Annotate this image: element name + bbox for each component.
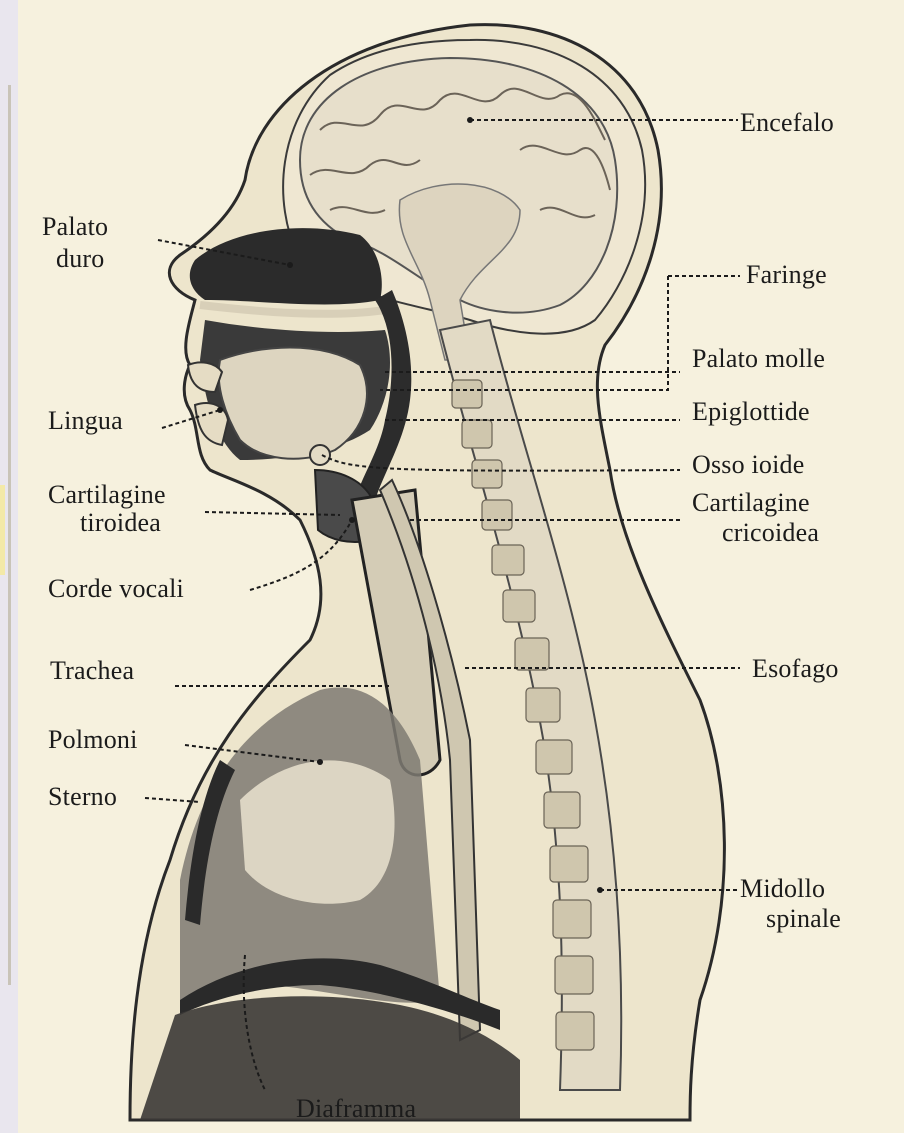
label-sterno: Sterno	[48, 782, 117, 812]
label-lingua: Lingua	[48, 406, 123, 436]
label-epiglottide: Epiglottide	[692, 397, 810, 427]
tongue	[219, 348, 367, 459]
label-faringe: Faringe	[746, 260, 827, 290]
label-polmoni: Polmoni	[48, 725, 138, 755]
label-cartilagine-tiroidea-line1: Cartilagine	[48, 480, 166, 510]
label-esofago: Esofago	[752, 654, 839, 684]
label-osso-ioide: Osso ioide	[692, 450, 805, 480]
label-cartilagine-cricoidea-line2: cricoidea	[722, 518, 819, 548]
label-trachea: Trachea	[50, 656, 134, 686]
label-midollo-spinale-line2: spinale	[766, 904, 841, 934]
label-midollo-spinale-line1: Midollo	[740, 874, 825, 904]
label-palato-molle: Palato molle	[692, 344, 825, 374]
label-cartilagine-cricoidea-line1: Cartilagine	[692, 488, 810, 518]
label-corde-vocali: Corde vocali	[48, 574, 184, 604]
label-palato-duro-line2: duro	[56, 244, 104, 274]
label-palato-duro-line1: Palato	[42, 212, 108, 242]
lung-highlight	[240, 760, 395, 903]
label-diaframma: Diaframma	[296, 1094, 416, 1124]
label-cartilagine-tiroidea-line2: tiroidea	[80, 508, 161, 538]
hyoid-bone	[310, 445, 330, 465]
label-encefalo: Encefalo	[740, 108, 834, 138]
